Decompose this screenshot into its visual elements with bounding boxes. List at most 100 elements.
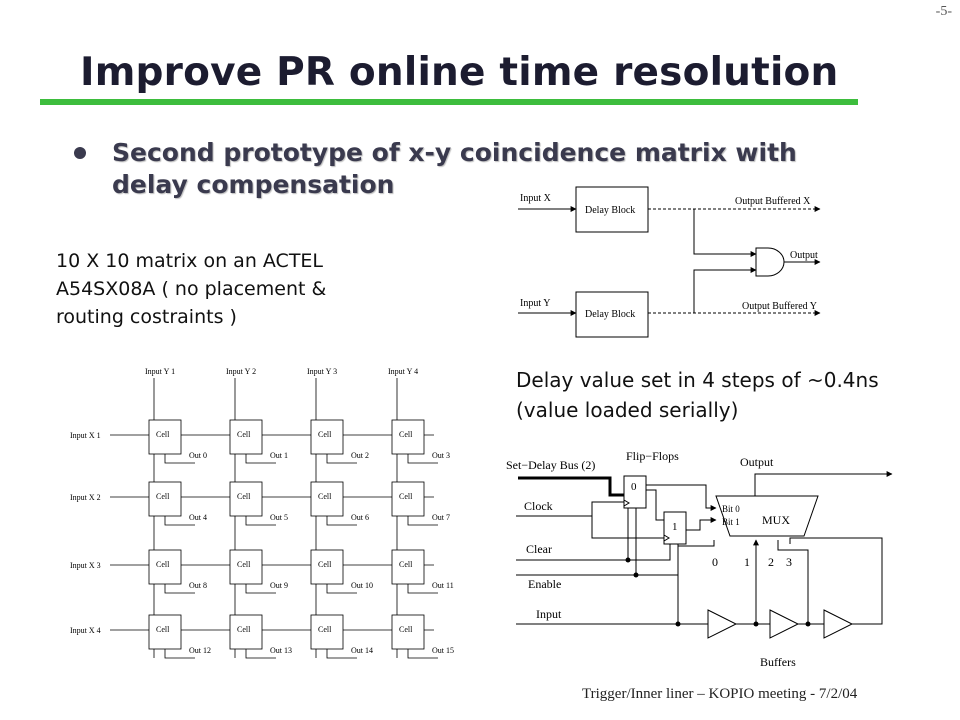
coincidence-matrix-diagram: Input Y 1 Input Y 2 Input Y 3 Input Y 4 Inpu…	[70, 367, 454, 659]
matrix-cell-label: Cell	[156, 492, 170, 501]
input-label: Input	[536, 607, 562, 621]
matrix-cell-label: Cell	[237, 560, 251, 569]
mux-input-3: 3	[786, 555, 792, 569]
cell-output-label: Out 13	[270, 646, 292, 655]
input-y-label: Input Y 4	[388, 367, 418, 376]
matrix-cell	[229, 419, 263, 455]
and-gate-icon	[755, 247, 785, 277]
mux-label: MUX	[762, 513, 790, 527]
matrix-cell	[229, 481, 263, 517]
bit1-label: Bit 1	[722, 517, 740, 527]
matrix-cell	[310, 614, 344, 650]
cell-output-line	[407, 649, 438, 659]
flipflop-1-label: 1	[672, 521, 678, 533]
buffer-2-icon	[769, 609, 800, 639]
matrix-cell	[148, 549, 182, 585]
output-buffered-x-label: Output Buffered X	[735, 196, 811, 207]
cell-output-line	[164, 516, 195, 526]
input-y-label: Input Y 1	[145, 367, 175, 376]
matrix-cell-label: Cell	[237, 430, 251, 439]
input-y-label: Input Y	[520, 298, 550, 309]
matrix-cell-label: Cell	[399, 560, 413, 569]
delay-block-x	[575, 186, 649, 233]
coincidence-block-diagram: Input X Delay Block Output Buffered X In…	[510, 182, 832, 342]
cell-output-line	[245, 516, 276, 526]
cell-output-line	[245, 584, 276, 594]
cell-output-line	[326, 649, 357, 659]
delay-block-y	[575, 291, 649, 338]
cell-output-line	[245, 649, 276, 659]
delay-note: Delay value set in 4 steps of ~0.4ns (va…	[516, 368, 879, 422]
cell-output-line	[164, 454, 195, 464]
cell-output-line	[245, 454, 276, 464]
matrix-cell	[310, 481, 344, 517]
cell-output-label: Out 7	[432, 513, 450, 522]
cell-output-label: Out 15	[432, 646, 454, 655]
buffers-label: Buffers	[760, 655, 796, 669]
matrix-cell	[229, 549, 263, 585]
matrix-cell	[148, 614, 182, 650]
matrix-cell	[391, 549, 425, 585]
matrix-cell	[391, 419, 425, 455]
buffer-1-icon	[707, 609, 738, 639]
flipflop-0	[623, 475, 647, 509]
matrix-cell	[148, 481, 182, 517]
matrix-cell-label: Cell	[318, 625, 332, 634]
delay-block-y-label: Delay Block	[585, 309, 635, 320]
cell-output-label: Out 1	[270, 451, 288, 460]
mux-input-2: 2	[768, 555, 774, 569]
cell-output-label: Out 11	[432, 581, 454, 590]
matrix-cell-label: Cell	[237, 625, 251, 634]
input-y-label: Input Y 3	[307, 367, 337, 376]
and-output-label: Output	[790, 250, 818, 261]
bullet-text: Second prototype of x-y coincidence matr…	[112, 138, 797, 199]
cell-output-label: Out 10	[351, 581, 373, 590]
mux-icon	[715, 495, 819, 537]
enable-label: Enable	[528, 577, 561, 591]
matrix-cell	[148, 419, 182, 455]
cell-output-label: Out 2	[351, 451, 369, 460]
cell-output-label: Out 0	[189, 451, 207, 460]
matrix-cell-label: Cell	[399, 625, 413, 634]
matrix-cell-label: Cell	[237, 492, 251, 501]
buffer-3-icon	[823, 609, 854, 639]
cell-output-line	[407, 584, 438, 594]
matrix-cell-label: Cell	[318, 492, 332, 501]
set-delay-bus-label: Set−Delay Bus (2)	[506, 458, 595, 472]
flipflop-0-label: 0	[631, 481, 637, 493]
matrix-cell-label: Cell	[156, 625, 170, 634]
matrix-cell-label: Cell	[318, 430, 332, 439]
cell-output-line	[407, 516, 438, 526]
matrix-cell	[310, 549, 344, 585]
input-x-label: Input X	[520, 193, 552, 204]
cell-output-label: Out 9	[270, 581, 288, 590]
cell-output-label: Out 6	[351, 513, 369, 522]
delay-block-x-label: Delay Block	[585, 205, 635, 216]
circuit-output-label: Output	[740, 455, 774, 469]
matrix-cell-label: Cell	[156, 430, 170, 439]
cell-output-line	[164, 649, 195, 659]
cell-output-label: Out 8	[189, 581, 207, 590]
clock-label: Clock	[524, 499, 553, 513]
cell-output-line	[326, 454, 357, 464]
input-x-label: Input X 1	[70, 431, 101, 440]
bullet-item: Second prototype of x-y coincidence matr…	[74, 137, 814, 201]
input-y-label: Input Y 2	[226, 367, 256, 376]
matrix-note: 10 X 10 matrix on an ACTEL A54SX08A ( no…	[56, 250, 327, 328]
delay-circuit-diagram: Flip−Flops Set−Delay Bus (2) Output 0 1 …	[506, 449, 893, 669]
title-underline	[40, 99, 858, 105]
page-number: -5-	[935, 4, 952, 19]
matrix-cell-label: Cell	[156, 560, 170, 569]
input-x-label: Input X 2	[70, 493, 101, 502]
cell-output-label: Out 3	[432, 451, 450, 460]
clear-label: Clear	[526, 542, 552, 556]
cell-output-line	[326, 584, 357, 594]
cell-output-line	[164, 584, 195, 594]
input-x-label: Input X 3	[70, 561, 101, 570]
cell-output-line	[326, 516, 357, 526]
matrix-cell-label: Cell	[399, 430, 413, 439]
cell-output-label: Out 4	[189, 513, 207, 522]
cell-output-label: Out 12	[189, 646, 211, 655]
slide-title: Improve PR online time resolution	[80, 50, 839, 95]
cell-output-label: Out 14	[351, 646, 373, 655]
